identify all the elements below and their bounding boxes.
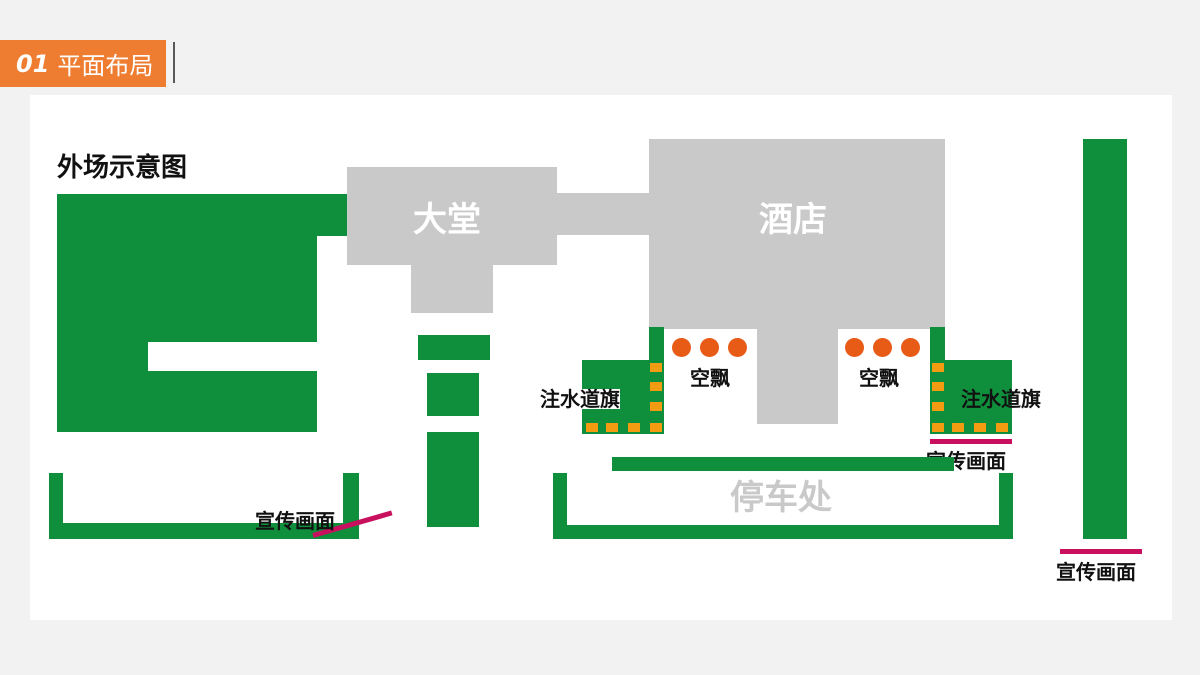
- parking-left-wall: [553, 473, 567, 539]
- left-planter-arm: [649, 327, 664, 361]
- left-lawn-connector: [316, 194, 348, 236]
- right-planter-arm: [930, 327, 945, 361]
- flag-marker: [586, 423, 598, 432]
- parking-bottom-bar: [553, 525, 1013, 539]
- section-number: 01: [16, 49, 50, 78]
- parking-right-wall: [999, 473, 1013, 539]
- section-badge: 01 平面布局: [0, 40, 166, 87]
- balloon-marker: [901, 338, 920, 357]
- flag-marker: [650, 382, 662, 391]
- air-balloon-right-label: 空飘: [859, 366, 899, 390]
- water-flag-right-label: 注水道旗: [961, 387, 1041, 411]
- poster-marker: [930, 439, 1012, 444]
- flag-marker: [996, 423, 1008, 432]
- hotel-building: [649, 139, 945, 329]
- site-map-canvas: 外场示意图 大堂 酒店 注水道旗: [30, 95, 1172, 620]
- hotel-label: 酒店: [759, 200, 827, 240]
- flag-marker: [932, 423, 944, 432]
- flag-marker: [932, 382, 944, 391]
- left-lawn: [57, 194, 317, 432]
- lobby-label: 大堂: [413, 200, 481, 240]
- central-strip-top: [418, 335, 490, 360]
- left-u-wall: [49, 473, 63, 539]
- air-balloon-left-label: 空飘: [690, 366, 730, 390]
- flag-marker: [650, 402, 662, 411]
- balloon-marker: [873, 338, 892, 357]
- flag-marker: [952, 423, 964, 432]
- lobby-entrance: [411, 263, 493, 313]
- left-u-bottom: [49, 523, 359, 539]
- flag-marker: [932, 402, 944, 411]
- lobby-building: [347, 167, 557, 265]
- flag-marker: [650, 363, 662, 372]
- water-flag-left-label: 注水道旗: [540, 387, 620, 411]
- central-strip-mid: [427, 373, 479, 416]
- balloon-marker: [700, 338, 719, 357]
- header-divider: [173, 42, 175, 83]
- poster-left-label: 宣传画面: [255, 509, 335, 533]
- central-strip-bottom: [427, 432, 479, 527]
- flag-marker: [650, 423, 662, 432]
- balloon-marker: [672, 338, 691, 357]
- balloon-marker: [728, 338, 747, 357]
- right-lawn-strip: [1083, 139, 1127, 539]
- left-lawn-notch: [148, 342, 318, 371]
- parking-label: 停车处: [730, 478, 832, 518]
- left-u-right-wall: [343, 473, 359, 539]
- flag-marker: [974, 423, 986, 432]
- parking-top-bar: [612, 457, 954, 471]
- poster-far-right-label: 宣传画面: [1056, 560, 1136, 584]
- poster-marker: [1060, 549, 1142, 554]
- flag-marker: [628, 423, 640, 432]
- hotel-entrance: [757, 327, 838, 424]
- flag-marker: [932, 363, 944, 372]
- flag-marker: [606, 423, 618, 432]
- map-title: 外场示意图: [57, 153, 188, 183]
- section-title: 平面布局: [57, 52, 154, 80]
- right-flag-planter: [930, 360, 1012, 434]
- balloon-marker: [845, 338, 864, 357]
- corridor: [555, 193, 650, 235]
